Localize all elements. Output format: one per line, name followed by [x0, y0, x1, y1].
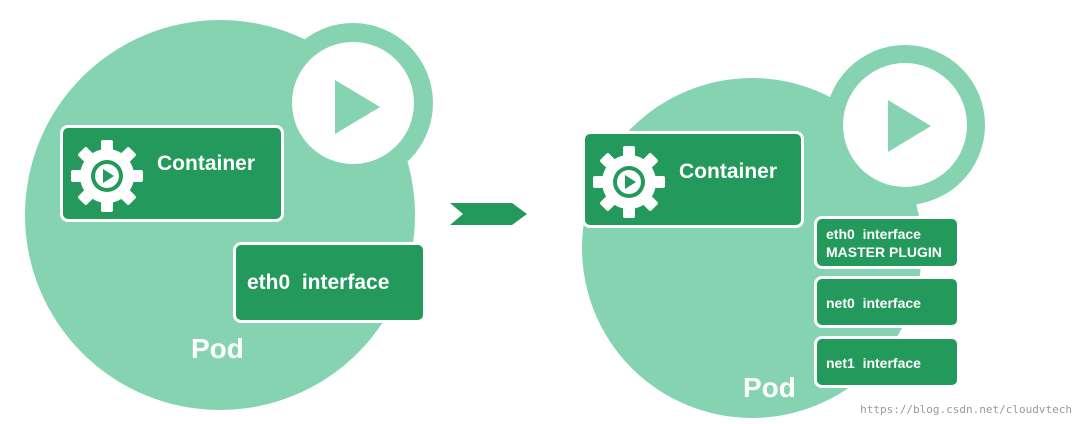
right-net0-interface-box: net0 interface [814, 276, 960, 328]
gear-play-icon [71, 140, 143, 212]
arrow-icon [450, 203, 527, 225]
left-play-icon [335, 80, 380, 134]
right-eth0-interface-label: eth0 interface [826, 226, 921, 242]
right-master-plugin-label: MASTER PLUGIN [826, 244, 942, 260]
left-eth0-interface-box: eth0 interface [233, 242, 426, 323]
right-eth0-interface-box: eth0 interface MASTER PLUGIN [814, 216, 960, 269]
right-net1-interface-box: net1 interface [814, 336, 960, 388]
right-container-label: Container [679, 160, 778, 183]
left-container-box: Container [60, 125, 284, 222]
right-play-icon [888, 100, 931, 152]
watermark-text: https://blog.csdn.net/cloudvtech [860, 403, 1072, 416]
left-container-label: Container [157, 152, 256, 175]
gear-play-icon [593, 146, 665, 218]
left-eth0-interface-label: eth0 interface [247, 271, 390, 294]
right-container-box: Container [582, 131, 804, 228]
left-pod-label: Pod [191, 333, 244, 364]
right-net1-interface-label: net1 interface [826, 355, 921, 371]
right-pod-label: Pod [743, 372, 796, 403]
right-net0-interface-label: net0 interface [826, 295, 921, 311]
